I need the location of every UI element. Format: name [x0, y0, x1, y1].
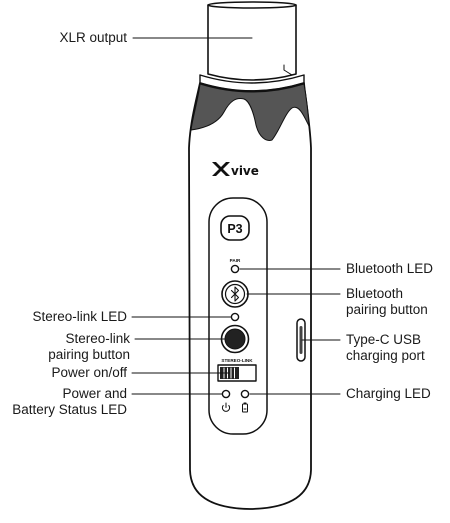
brand-logo: vive — [212, 162, 259, 178]
callout-power-on-off: Power on/off — [51, 365, 127, 380]
power-icon — [221, 402, 231, 412]
callout-stereo-link-led: Stereo-link LED — [32, 309, 127, 324]
stereo-link-pairing-button[interactable] — [220, 324, 250, 354]
callout-stereo-link-pairing-button: Stereo-link pairing button — [48, 331, 130, 362]
callout-bluetooth-led: Bluetooth LED — [346, 261, 434, 276]
callout-xlr-output: XLR output — [59, 30, 127, 45]
battery-icon — [242, 402, 248, 413]
callout-bluetooth-pairing-button: Bluetooth pairing button — [346, 286, 428, 317]
xlr-output-connector — [207, 1, 297, 81]
top-cap-band — [190, 83, 310, 141]
callout-lines — [131, 37, 341, 395]
pair-label: PAIR — [230, 258, 241, 263]
model-label: P3 — [227, 222, 242, 236]
bluetooth-led — [230, 264, 240, 274]
callout-type-c-usb-port: Type-C USB charging port — [346, 332, 425, 363]
charging-led — [240, 389, 250, 399]
callout-power-battery-status-led: Power and Battery Status LED — [12, 386, 127, 417]
stereo-link-label: STEREO-LINK — [221, 358, 253, 363]
bluetooth-icon — [230, 286, 240, 302]
bluetooth-pairing-button[interactable] — [221, 280, 249, 308]
callout-charging-led: Charging LED — [346, 386, 431, 401]
model-badge — [220, 215, 250, 241]
svg-text:vive: vive — [231, 164, 259, 178]
